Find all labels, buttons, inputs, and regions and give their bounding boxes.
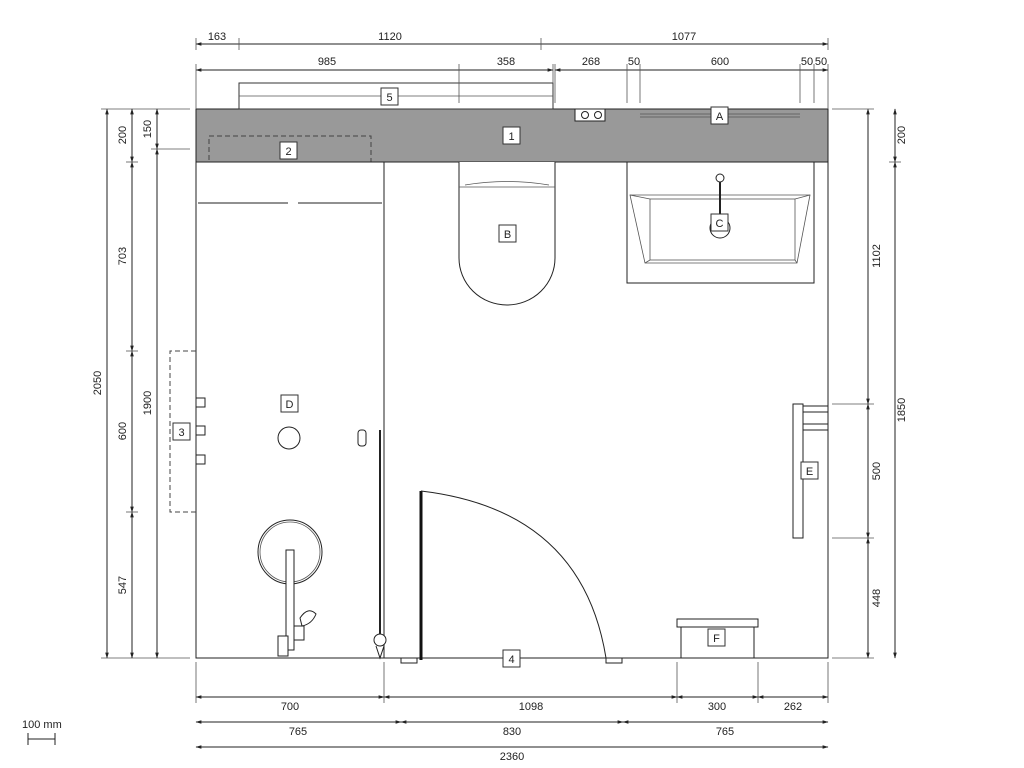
sink-corner-1 [629,194,651,200]
svg-text:1: 1 [508,131,514,143]
dim-163: 163 [208,31,226,43]
door-stop-right [605,657,623,664]
dim-top-row2: 985 358 268 50 600 50 50 [195,56,829,109]
dim-600: 600 [711,56,729,68]
svg-text:F: F [713,633,720,645]
dim-left-mid: 150 1900 [142,108,190,659]
dim-300: 300 [708,701,726,713]
sink-corner-4 [794,259,798,264]
dim-1120: 1120 [378,31,402,43]
flush-button-left [581,111,589,119]
faucet-base [715,173,725,183]
dim-50c: 50 [815,56,827,68]
dim-2360: 2360 [500,751,524,763]
dim-765b: 765 [716,726,734,738]
label-2: 2 [279,141,298,160]
scale-label: 100 mm [22,719,62,731]
sink-basin [649,198,796,261]
dim-2050: 2050 [92,371,104,395]
dim-1850: 1850 [896,398,908,422]
label-d: D [280,394,299,413]
scale-bar: 100 mm [22,719,62,745]
flush-plate [574,108,606,122]
dim-1098: 1098 [519,701,543,713]
dim-830: 830 [503,726,521,738]
dim-top-row1: 163 1120 1077 [195,31,829,50]
dim-448: 448 [871,589,883,607]
wall-outlet-1 [195,397,206,408]
shower-drain [277,426,301,450]
hand-shower [299,610,317,627]
dim-50b: 50 [801,56,813,68]
label-a: A [710,106,729,125]
dim-right-inner: 1102 500 448 [832,108,883,659]
toilet-lid-line [464,181,550,186]
svg-text:D: D [286,399,294,411]
dim-left-outer: 2050 [92,108,190,659]
dim-500: 500 [871,462,883,480]
svg-text:2: 2 [285,146,291,158]
radiator-pipe-2 [802,423,829,431]
radiator-pipe-1 [802,405,829,413]
dim-bottom-total: 2360 [195,745,829,763]
dashed-niche-left [169,350,196,513]
svg-text:3: 3 [178,427,184,439]
screen-foot [375,645,385,660]
label-1: 1 [502,126,521,145]
door-swing-arc [420,490,607,659]
dim-765a: 765 [289,726,307,738]
screen-hinge [373,633,387,647]
dim-bottom-row2: 765 830 765 [195,720,829,738]
label-f: F [707,628,726,647]
label-c: C [710,213,729,232]
dim-150: 150 [142,120,154,138]
svg-text:E: E [806,466,813,478]
label-5: 5 [380,87,399,106]
svg-text:5: 5 [386,92,392,104]
dim-985: 985 [318,56,336,68]
dim-600-left: 600 [117,422,129,440]
wall-outlet-3 [195,454,206,465]
dim-50a: 50 [628,56,640,68]
dim-358: 358 [497,56,515,68]
dim-left-inner: 200 703 600 547 [117,108,138,659]
shower-pipe [285,549,295,651]
dim-1102: 1102 [871,244,883,268]
dim-547: 547 [117,576,129,594]
dim-1077: 1077 [672,31,696,43]
dim-200-left: 200 [117,126,129,144]
label-e: E [800,461,819,480]
sink-corner-2 [794,194,811,200]
svg-text:4: 4 [508,654,514,666]
dim-bottom-row1: 700 1098 300 262 [195,662,829,713]
label-b: B [498,224,517,243]
dim-700: 700 [281,701,299,713]
shower-shelf-holder [357,429,367,447]
dim-703: 703 [117,247,129,265]
dim-268: 268 [582,56,600,68]
svg-text:A: A [716,111,724,123]
stool-top [676,618,759,628]
dim-right-outer: 200 1850 [889,108,908,659]
wall-outlet-2 [195,425,206,436]
dim-1900: 1900 [142,391,154,415]
shower-valve-right [293,625,305,641]
dim-262: 262 [784,701,802,713]
flush-button-right [594,111,602,119]
door-stop-left [400,657,418,664]
shower-valve-left [277,635,289,657]
label-4: 4 [502,649,521,668]
dim-200-right: 200 [896,126,908,144]
label-3: 3 [172,422,191,441]
svg-text:C: C [716,218,724,230]
svg-text:B: B [504,229,511,241]
sink-corner-3 [644,259,651,264]
